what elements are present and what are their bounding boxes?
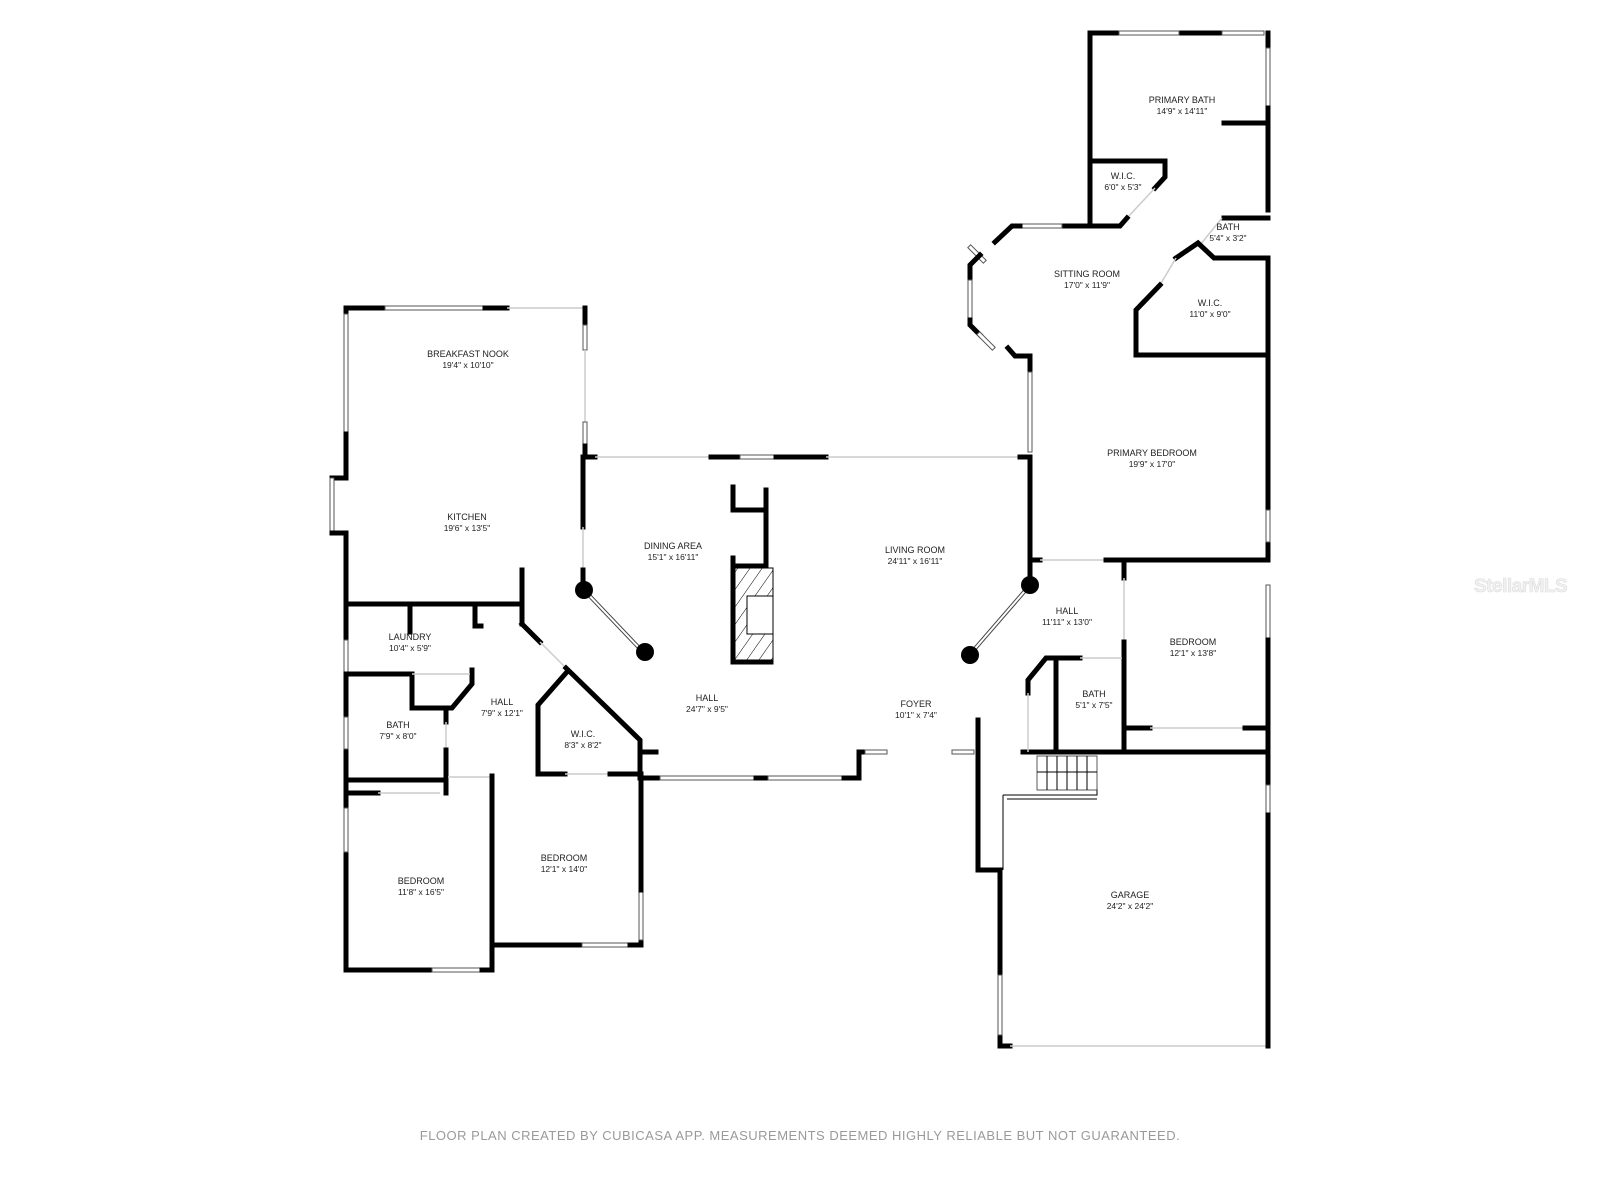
room-dims-bedroom-southwest: 11'8" x 16'5" xyxy=(398,887,444,897)
room-dims-dining-area: 15'1" x 16'11" xyxy=(648,552,699,562)
room-dims-hall-center: 24'7" x 9'5" xyxy=(686,704,728,714)
room-dims-bath-east: 5'1" x 7'5" xyxy=(1075,700,1112,710)
room-label-wic-west: W.I.C. xyxy=(571,729,596,739)
room-label-hall-east: HALL xyxy=(1056,606,1079,616)
room-dims-hall-east: 11'11" x 13'0" xyxy=(1042,617,1092,627)
room-dims-sitting-room: 17'0" x 11'9" xyxy=(1064,280,1110,290)
room-label-breakfast-nook: BREAKFAST NOOK xyxy=(427,349,509,359)
room-label-bath-east: BATH xyxy=(1082,689,1105,699)
room-dims-wic-small: 6'0" x 5'3" xyxy=(1104,182,1141,192)
room-label-primary-bedroom: PRIMARY BEDROOM xyxy=(1107,448,1197,458)
room-label-laundry: LAUNDRY xyxy=(389,632,432,642)
room-dims-primary-bedroom: 19'9" x 17'0" xyxy=(1129,459,1176,469)
room-label-living-room: LIVING ROOM xyxy=(885,545,945,555)
room-label-garage: GARAGE xyxy=(1111,890,1150,900)
primary-suite-walls xyxy=(967,30,1271,558)
room-label-wic-small: W.I.C. xyxy=(1111,171,1136,181)
room-label-bath-west: BATH xyxy=(386,720,409,730)
room-labels: PRIMARY BATH 14'9" x 14'11" W.I.C. 6'0" … xyxy=(379,95,1246,911)
room-label-hall-center: HALL xyxy=(696,693,719,703)
room-dims-bath-small: 5'4" x 3'2" xyxy=(1209,233,1246,243)
watermark-logo: StellarMLS xyxy=(1474,576,1568,598)
room-label-sitting-room: SITTING ROOM xyxy=(1054,269,1120,279)
room-label-dining-area: DINING AREA xyxy=(644,541,702,551)
room-label-hall-west: HALL xyxy=(491,697,514,707)
room-dims-bedroom-east: 12'1" x 13'8" xyxy=(1170,648,1217,658)
room-dims-hall-west: 7'9" x 12'1" xyxy=(481,708,523,718)
room-label-bedroom-southwest: BEDROOM xyxy=(398,876,445,886)
room-label-kitchen: KITCHEN xyxy=(447,512,487,522)
room-dims-breakfast-nook: 19'4" x 10'10" xyxy=(442,360,493,370)
room-dims-laundry: 10'4" x 5'9" xyxy=(389,643,431,653)
room-dims-garage: 24'2" x 24'2" xyxy=(1107,901,1154,911)
room-label-bedroom-east: BEDROOM xyxy=(1170,637,1217,647)
room-dims-kitchen: 19'6" x 13'5" xyxy=(444,523,491,533)
room-label-wic-large: W.I.C. xyxy=(1198,298,1223,308)
room-label-bath-small: BATH xyxy=(1216,222,1239,232)
main-walls xyxy=(329,305,1271,1049)
room-label-foyer: FOYER xyxy=(900,699,932,709)
room-dims-wic-west: 8'3" x 8'2" xyxy=(564,740,601,750)
room-dims-primary-bath: 14'9" x 14'11" xyxy=(1157,106,1208,116)
room-dims-bedroom-south: 12'1" x 14'0" xyxy=(541,864,588,874)
room-dims-living-room: 24'11" x 16'11" xyxy=(888,556,943,566)
room-dims-wic-large: 11'0" x 9'0" xyxy=(1189,309,1230,319)
room-dims-foyer: 10'1" x 7'4" xyxy=(895,710,937,720)
room-label-primary-bath: PRIMARY BATH xyxy=(1149,95,1216,105)
room-label-bedroom-south: BEDROOM xyxy=(541,853,588,863)
footer-disclaimer: FLOOR PLAN CREATED BY CUBICASA APP. MEAS… xyxy=(419,1128,1181,1143)
garage-stairs xyxy=(1036,755,1098,791)
room-dims-bath-west: 7'9" x 8'0" xyxy=(379,731,416,741)
